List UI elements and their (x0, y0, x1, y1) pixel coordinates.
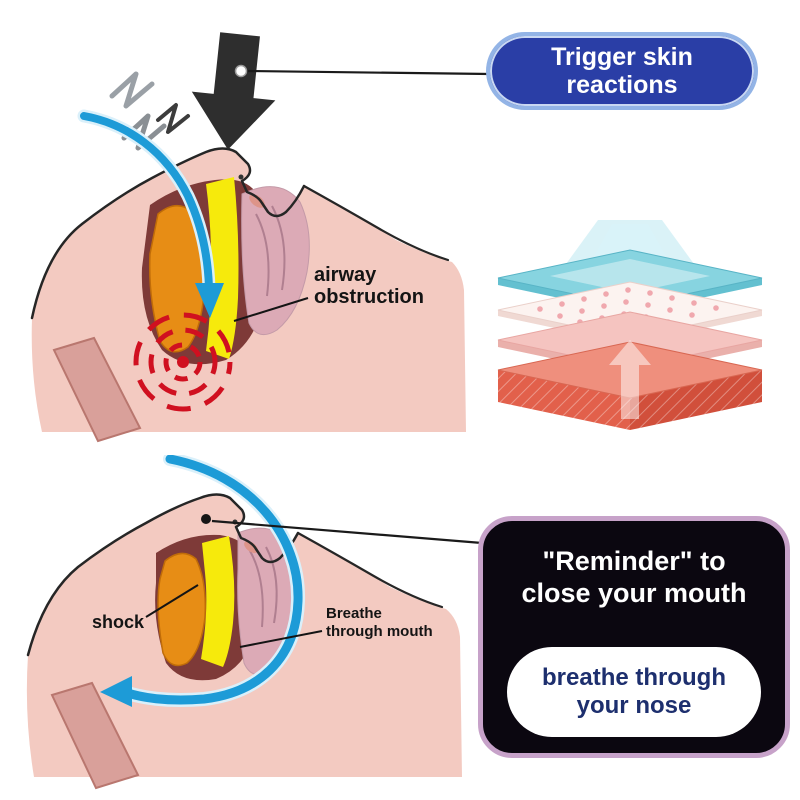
mouth-pointer-line (239, 630, 323, 648)
soft-palate-shape (241, 186, 310, 336)
pressure-down-arrow-icon (191, 32, 276, 150)
light-beam-icon (566, 220, 694, 264)
airway-pointer-line (233, 297, 309, 322)
cheek-outline (296, 531, 444, 609)
nostril-dot (238, 174, 244, 180)
shock-label: shock (92, 612, 145, 632)
airway-obstruction-label: airway obstruction (314, 264, 424, 309)
lips-shape (244, 540, 258, 554)
esophagus-shape (50, 681, 140, 790)
patch-adhesive-layer (497, 249, 763, 313)
reminder-anchor-dot (201, 514, 211, 524)
face-outline (26, 493, 300, 657)
trigger-connector-line (246, 69, 491, 76)
reminder-connector-line (211, 519, 483, 545)
bottom-head-illustration (26, 455, 462, 790)
airway-shape (201, 536, 235, 667)
reminder-title: "Reminder" to close your mouth (521, 546, 747, 609)
top-head-illustration (30, 32, 466, 443)
cheek-outline (302, 184, 450, 262)
trigger-anchor-dot (234, 64, 248, 78)
airflow-out-arrow-icon (100, 455, 306, 707)
trigger-skin-callout: Trigger skin reactions (486, 32, 758, 110)
airway-shape (206, 177, 239, 359)
face-outline (30, 147, 306, 320)
tongue-shape (157, 552, 207, 667)
trigger-skin-callout-label: Trigger skin reactions (551, 43, 693, 99)
reminder-pill-label: breathe through your nose (542, 664, 726, 719)
breathe-through-mouth-label: Breathe through mouth (326, 605, 433, 640)
skin-patch-illustration (497, 220, 763, 430)
vibration-rings-icon (133, 312, 233, 412)
esophagus-shape (52, 336, 142, 443)
reminder-pill: breathe through your nose (507, 647, 761, 737)
airflow-in-arrow-icon (77, 109, 224, 318)
reminder-callout: "Reminder" to close your mouth breathe t… (478, 516, 790, 758)
lips-shape (249, 194, 265, 208)
shock-pointer-line (145, 584, 199, 618)
up-arrow-icon (609, 340, 651, 419)
snore-zigzag-icon (109, 71, 190, 151)
